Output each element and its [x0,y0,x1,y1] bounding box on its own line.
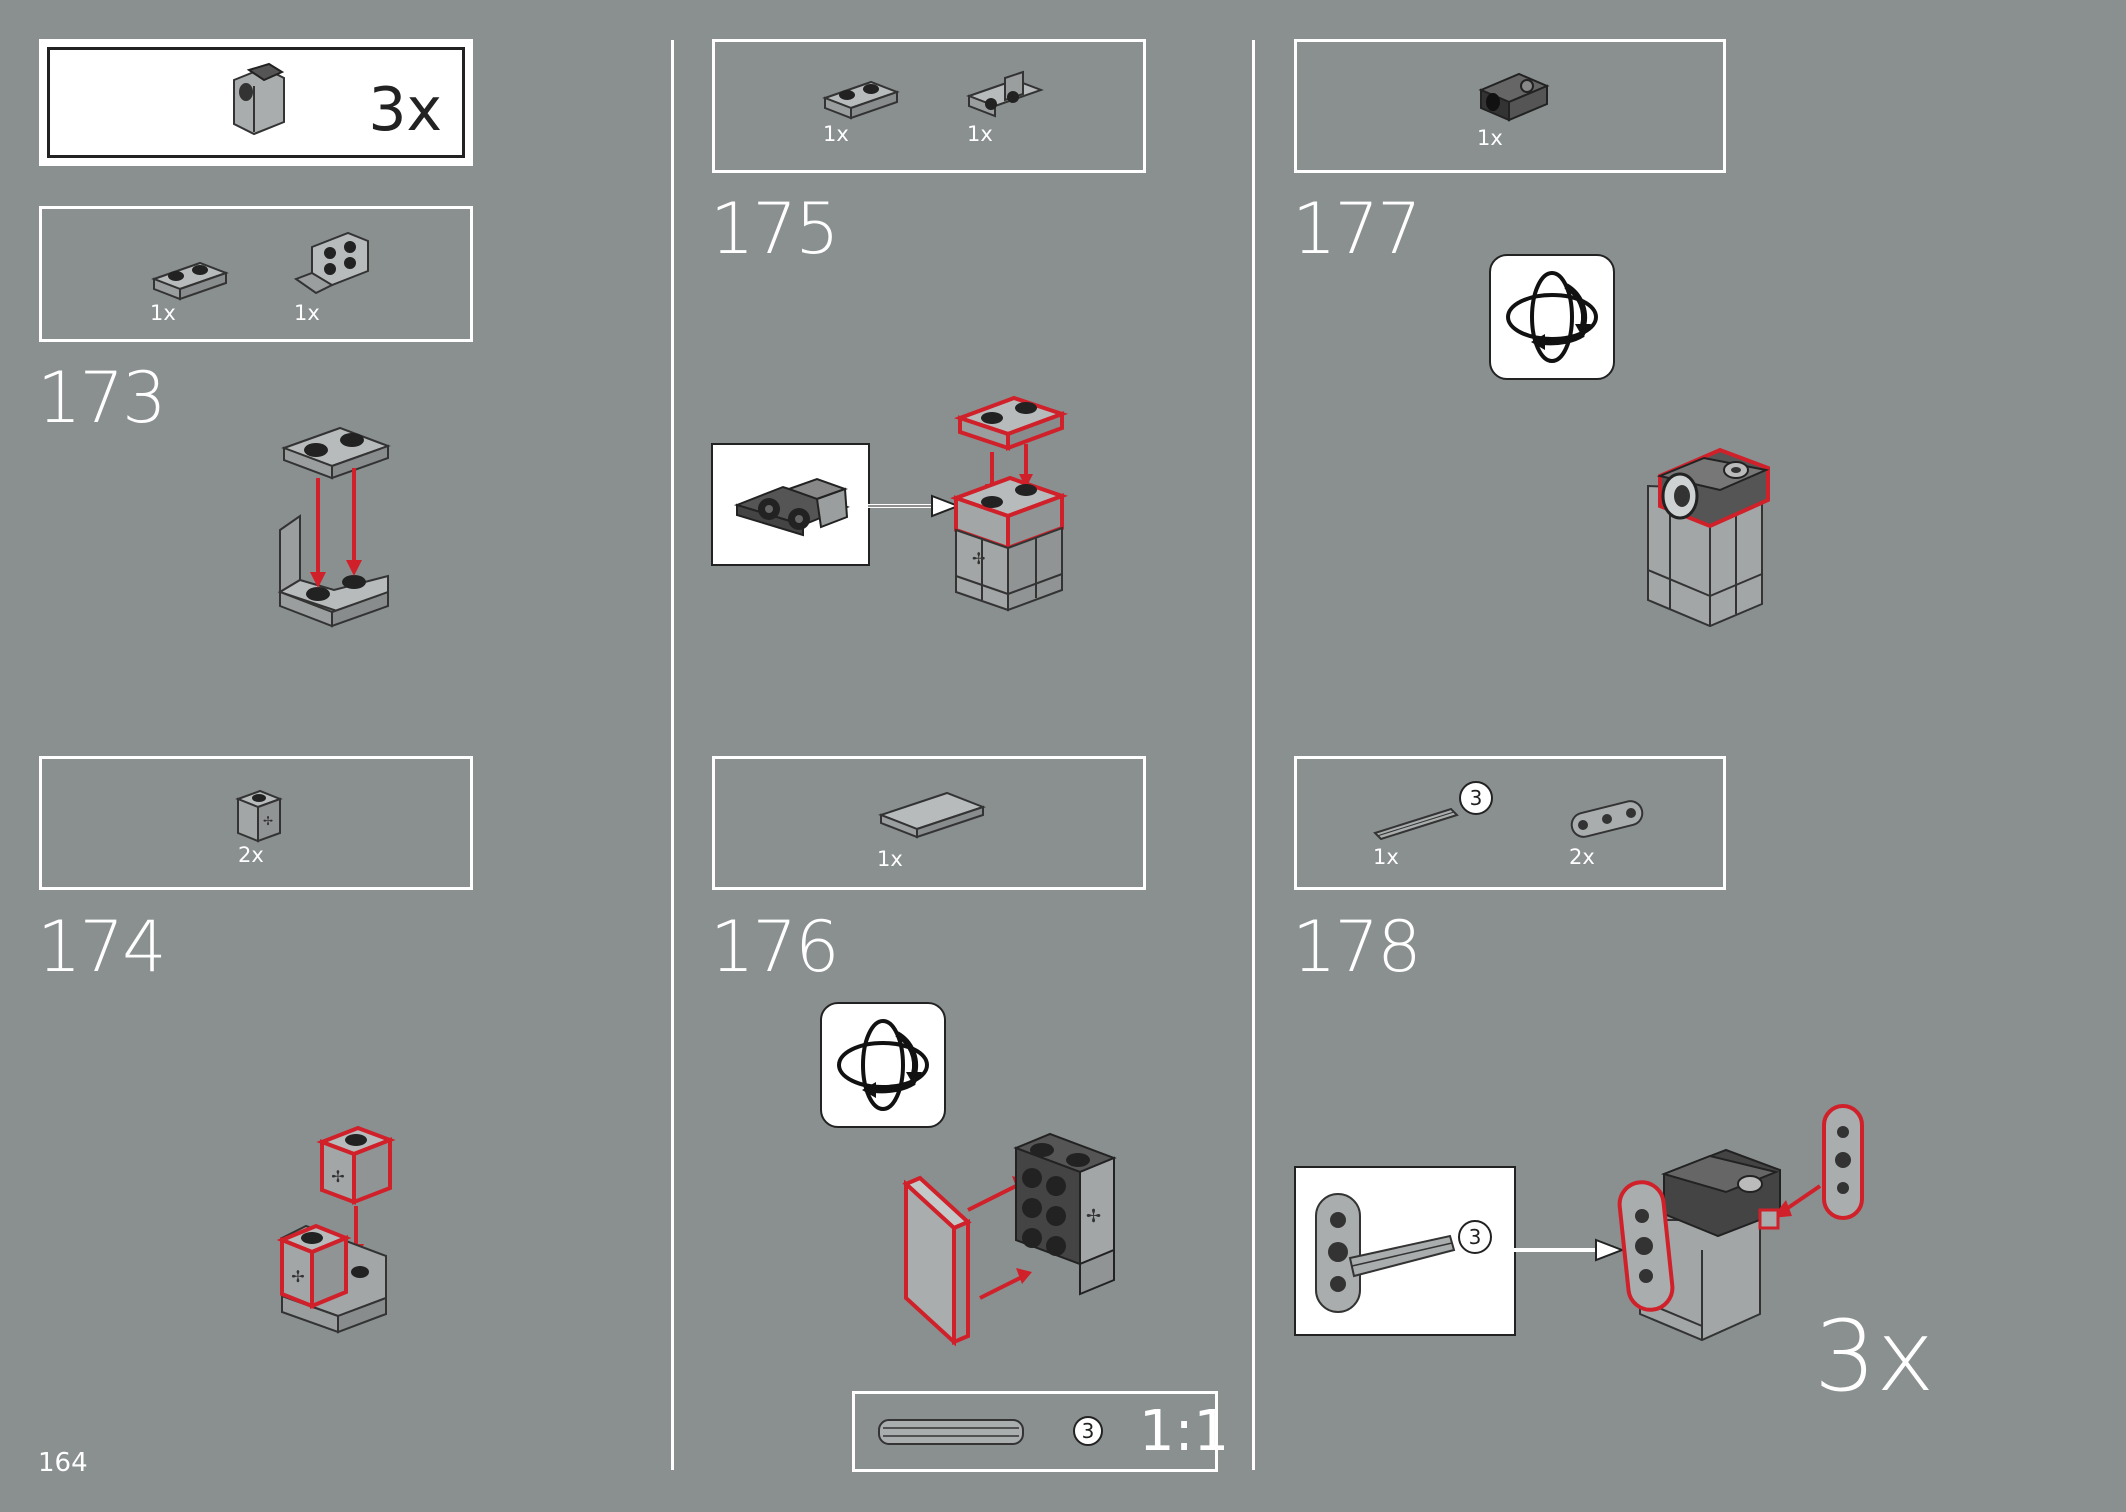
page-number: 164 [38,1448,88,1478]
axle-3-icon [878,1419,1024,1445]
step-number-173: 173 [37,357,167,439]
step-175-assembly-illustration: ✢ [950,395,1069,612]
subassembly-callout-step-178: 3 [1294,1166,1516,1336]
rotate-model-icon [820,1002,946,1128]
brick-1x1-with-clip-icon: ✢ [235,789,283,843]
svg-text:✢: ✢ [331,1167,344,1186]
part-quantity: 1x [1477,126,1503,150]
tile-2x4-icon [878,791,986,839]
bracket-2x2-icon [293,231,369,295]
scale-label: 1:1 [1139,1399,1230,1464]
step-178-assembly-illustration [1617,1104,1864,1342]
subassembly-callout-step-175 [711,443,870,566]
scale-reference-box: 3 1:1 [852,1391,1229,1472]
part-quantity: 1x [877,847,903,871]
step-number-176: 176 [710,906,840,988]
svg-text:✢: ✢ [263,814,273,828]
svg-text:✢: ✢ [291,1267,304,1286]
callout-arrow [1514,1238,1625,1262]
bracket-callout-icon [733,477,850,537]
step-174-assembly-illustration: ✢ ✢ [276,1125,396,1334]
svg-text:✢: ✢ [1086,1206,1101,1227]
step-177-assembly-illustration [1647,447,1770,628]
part-quantity: 1x [1373,845,1399,869]
parts-list-step-178: 3 1x 2x [1294,756,1726,890]
step-number-175: 175 [710,188,840,270]
axle-length-badge: 3 [1459,781,1493,815]
column-divider-right [1252,40,1255,1470]
liftarm-1x3-icon [1570,800,1644,838]
plate-1x2-icon [151,261,229,301]
part-quantity: 2x [1569,845,1595,869]
parts-list-step-173: 1x 1x [39,206,473,342]
parts-list-step-177: 1x [1294,39,1726,173]
part-quantity: 1x [150,301,176,325]
step-number-177: 177 [1292,188,1422,270]
part-quantity: 1x [823,122,849,146]
callout-arrow [868,494,961,518]
step-176-assembly-illustration: ✢ [902,1132,1117,1347]
axle-length-badge: 3 [1073,1416,1103,1446]
subassembly-multiplier: 3x [368,75,442,145]
rotate-model-icon [1489,254,1615,380]
part-quantity: 1x [967,122,993,146]
svg-text:✢: ✢ [972,549,985,568]
part-quantity: 2x [238,843,264,867]
plate-1x2-icon [822,80,900,120]
column-divider-left [671,40,674,1470]
step-number-178: 178 [1292,906,1422,988]
subassembly-header-box: 3x [39,39,473,166]
subassembly-thumbnail-icon [233,62,285,136]
axle-length-badge: 3 [1458,1220,1492,1254]
brick-1x2-pin-hole-icon [1478,72,1550,122]
parts-list-step-175: 1x 1x [712,39,1146,173]
liftarm-with-axle-callout-icon [1315,1193,1456,1313]
axle-3-icon [1373,807,1459,841]
parts-list-step-176: 1x [712,756,1146,890]
part-quantity: 1x [294,301,320,325]
step-173-assembly-illustration [277,426,391,628]
bracket-1x2-inverted-icon [966,70,1044,118]
step-number-174: 174 [37,906,167,988]
parts-list-step-174: ✢ 2x [39,756,473,890]
final-multiplier: 3x [1814,1300,1935,1414]
